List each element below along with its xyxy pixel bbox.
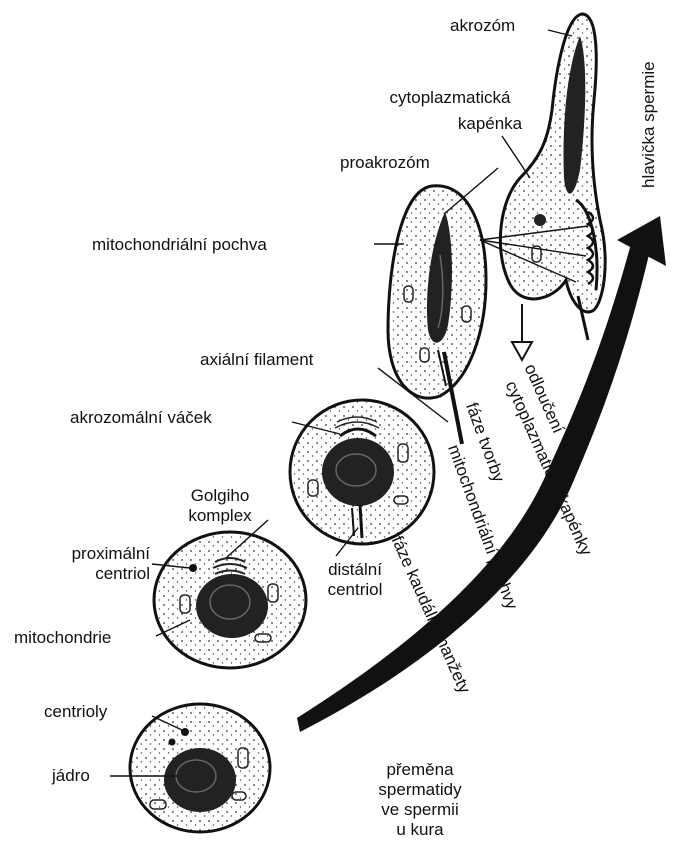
label-cytoplazmaticka-kapenka: cytoplazmatická kapénka [350,88,550,134]
label-golgiho-line1: Golgiho [170,486,270,506]
label-distalni-line1: distální [308,560,402,580]
label-centrioly: centrioly [44,702,107,722]
cell-stage-2 [154,532,306,668]
label-proximalni-line1: proximální [20,544,150,564]
label-proximalni-line2: centriol [20,564,150,584]
label-jadro: jádro [52,766,90,786]
caption-line4: u kura [345,820,495,840]
label-distalni-centriol: distální centriol [308,560,402,600]
label-proximalni-centriol: proximální centriol [20,544,150,584]
label-hlavicka-spermie: hlavička spermie [639,61,659,188]
caption-line2: spermatidy [345,780,495,800]
caption-line3: ve spermii [345,800,495,820]
caption: přeměna spermatidy ve spermii u kura [345,760,495,840]
label-golgiho-komplex: Golgiho komplex [170,486,270,526]
label-mitochondrialni-pochva: mitochondriální pochva [92,235,267,255]
label-akrozomalni-vacek: akrozomální váček [70,408,212,428]
label-akrozom: akrozóm [450,16,515,36]
cell-stage-5 [500,14,605,360]
cell-stage-1 [130,704,270,832]
cell-stage-3 [290,400,434,544]
label-golgiho-line2: komplex [170,506,270,526]
label-proakrozom: proakrozóm [340,153,430,173]
label-axialni-filament: axiální filament [200,350,313,370]
label-distalni-line2: centriol [308,580,402,600]
label-kapenka-line2: kapénka [350,114,550,134]
caption-line1: přeměna [345,760,495,780]
label-cytoplazmaticka-line1: cytoplazmatická [350,88,550,108]
label-mitochondrie: mitochondrie [14,628,111,648]
